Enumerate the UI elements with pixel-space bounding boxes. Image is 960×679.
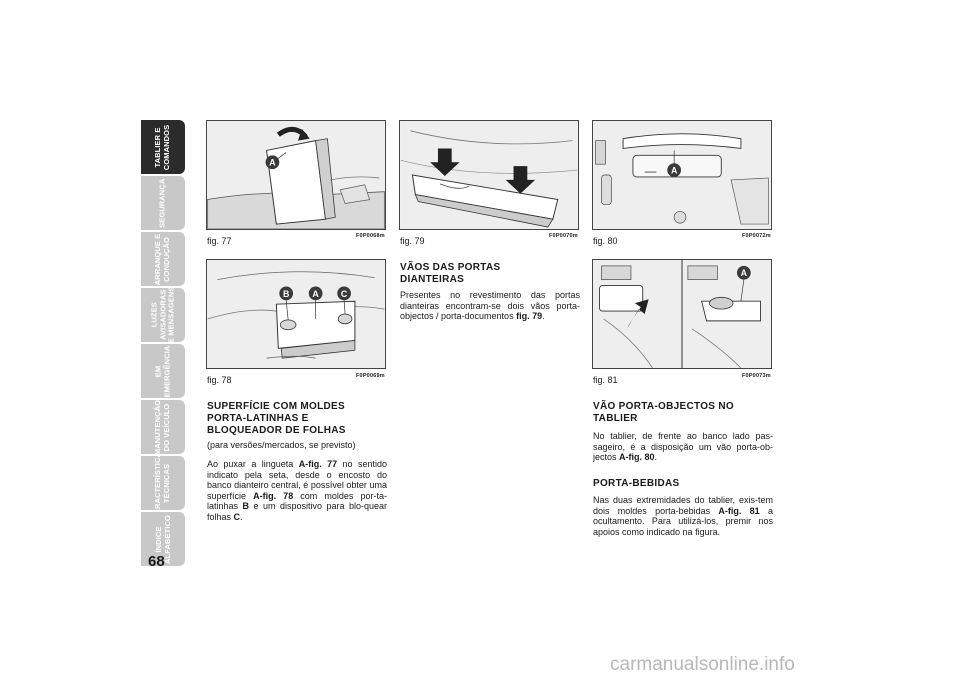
tab-label: TABLIER E COMANDOS	[153, 124, 172, 170]
tab-label: SEGURANÇA	[157, 178, 167, 228]
dashboard-compartment-illustration: A	[593, 121, 771, 229]
section-note: (para versões/mercados, se previsto)	[207, 440, 356, 450]
section-body: Nas duas extremidades do tablier, exis-t…	[593, 495, 773, 537]
figure-label: A	[671, 166, 678, 176]
tab-label: ARRANQUE E CONDUÇÃO	[153, 233, 172, 285]
section-body: Presentes no revestimento das portas dia…	[400, 290, 580, 321]
section-heading: VÃO PORTA-OBJECTOS NO TABLIER	[593, 401, 734, 424]
figure-label: C	[341, 289, 348, 299]
figure-79	[399, 120, 579, 230]
seat-armrest-illustration: A	[207, 121, 385, 229]
section-heading: VÃOS DAS PORTAS DIANTEIRAS	[400, 262, 501, 285]
tab-label: EM EMERGÊNCIA	[153, 345, 172, 397]
armrest-tray-illustration: B A C	[207, 260, 385, 368]
figure-code: F0P0068m	[356, 233, 385, 239]
figure-label: A	[269, 158, 276, 168]
section-heading: SUPERFÍCIE COM MOLDES PORTA-LATINHAS E B…	[207, 401, 346, 436]
tab-em-emergencia[interactable]: EM EMERGÊNCIA	[141, 344, 185, 398]
figure-code: F0P0073m	[742, 373, 771, 379]
figure-label: B	[283, 289, 289, 299]
figure-80: A	[592, 120, 772, 230]
page-number: 68	[148, 553, 165, 570]
figure-caption: fig. 77	[207, 236, 232, 246]
figure-77: A	[206, 120, 386, 230]
figure-label: A	[741, 268, 748, 278]
figure-code: F0P0069m	[356, 373, 385, 379]
tab-label: LUZES AVISADORAS E MENSAGENS	[149, 288, 176, 342]
tab-arranque-conducao[interactable]: ARRANQUE E CONDUÇÃO	[141, 232, 185, 286]
tab-indice[interactable]: ÍNDICE ALFABÉTICO	[141, 512, 185, 566]
figure-81: A	[592, 259, 772, 369]
tab-manutencao[interactable]: MANUTENÇÃO DO VEÍCULO	[141, 400, 185, 454]
cup-holder-illustration: A	[593, 260, 771, 368]
tab-caracteristicas[interactable]: CARACTERÍSTICAS TÉCNICAS	[141, 456, 185, 510]
figure-code: F0P0070m	[549, 233, 578, 239]
watermark: carmanualsonline.info	[610, 654, 795, 675]
tab-label: MANUTENÇÃO DO VEÍCULO	[153, 400, 172, 454]
figure-caption: fig. 80	[593, 236, 618, 246]
section-body: Ao puxar a lingueta A-fig. 77 no sentido…	[207, 459, 387, 522]
figure-78: B A C	[206, 259, 386, 369]
tab-tablier-comandos[interactable]: TABLIER E COMANDOS	[141, 120, 185, 174]
figure-code: F0P0072m	[742, 233, 771, 239]
tab-seguranca[interactable]: SEGURANÇA	[141, 176, 185, 230]
figure-caption: fig. 81	[593, 375, 618, 385]
door-pocket-illustration	[400, 121, 578, 229]
tab-label: CARACTERÍSTICAS TÉCNICAS	[153, 456, 172, 510]
figure-label: A	[312, 289, 319, 299]
figure-caption: fig. 78	[207, 375, 232, 385]
section-heading: PORTA-BEBIDAS	[593, 478, 680, 489]
figure-caption: fig. 79	[400, 236, 425, 246]
tab-luzes-avisadoras[interactable]: LUZES AVISADORAS E MENSAGENS	[141, 288, 185, 342]
section-body: No tablier, de frente ao banco lado pas-…	[593, 431, 773, 462]
